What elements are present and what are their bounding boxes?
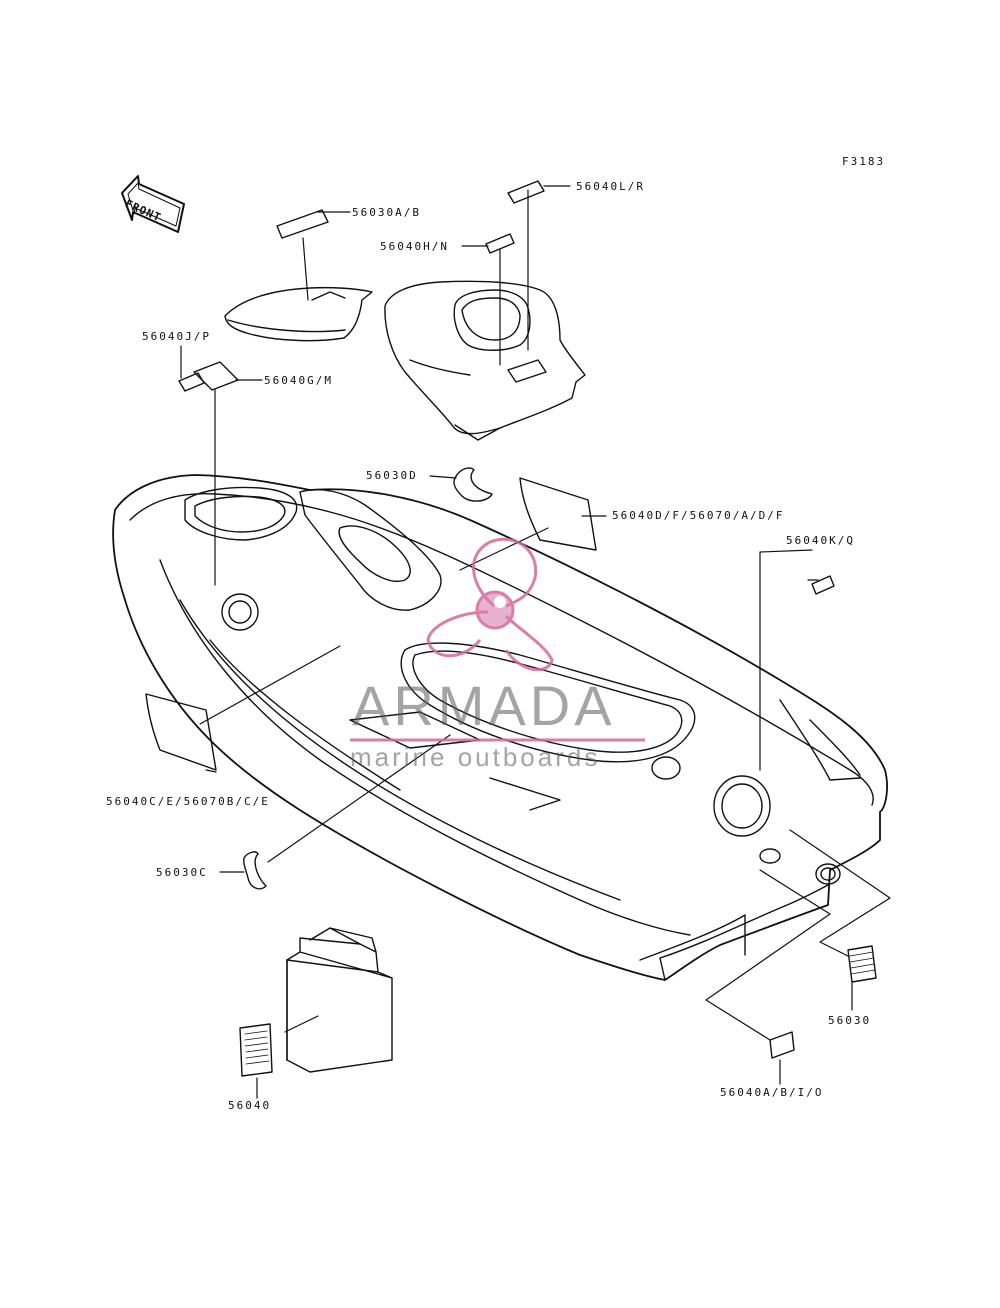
part-label-56040G-M: 56040G/M — [264, 374, 333, 387]
decal-56030 — [847, 945, 877, 983]
decal-56040C-E — [145, 693, 217, 771]
part-label-56040D-F-56070-A-D-F: 56040D/F/56070/A/D/F — [612, 509, 785, 522]
decal-56030D — [453, 467, 493, 502]
decal-56030C — [243, 851, 267, 890]
part-label-56030: 56030 — [828, 1014, 872, 1027]
watermark-brand: ARMADA — [352, 674, 616, 737]
part-label-56040H-N: 56040H/N — [380, 240, 449, 253]
rear-seat-part — [224, 286, 373, 342]
front-arrow-icon — [121, 175, 185, 233]
part-label-56030D: 56030D — [366, 469, 418, 482]
decal-56040K-Q — [811, 575, 835, 595]
decal-56040J-P — [178, 372, 205, 392]
decal-56040D-F — [519, 477, 597, 551]
decal-56040A-B-I-O — [769, 1031, 795, 1059]
armada-propeller-logo — [426, 537, 554, 672]
part-label-56040A-B-I-O: 56040A/B/I/O — [720, 1086, 824, 1099]
decal-56040L-R — [507, 180, 545, 204]
decal-56030A-B — [276, 209, 329, 239]
part-label-56040: 56040 — [228, 1099, 272, 1112]
figure-code: F3183 — [842, 155, 886, 168]
part-label-56040L-R: 56040L/R — [576, 180, 645, 193]
part-label-56040K-Q: 56040K/Q — [786, 534, 855, 547]
front-seat-part — [384, 280, 586, 441]
part-label-56030A-B: 56030A/B — [352, 206, 421, 219]
decal-56040 — [239, 1023, 273, 1077]
part-label-56030C: 56030C — [156, 866, 208, 879]
hull-body-part — [112, 474, 888, 981]
watermark-tagline: marine outboards — [350, 742, 601, 772]
decal-56040H-N — [485, 233, 515, 254]
leader-lines — [180, 185, 891, 1099]
part-label-56040J-P: 56040J/P — [142, 330, 211, 343]
part-label-56040C-E-56070B-C-E: 56040C/E/56070B/C/E — [106, 795, 270, 808]
battery-part — [286, 927, 393, 1073]
